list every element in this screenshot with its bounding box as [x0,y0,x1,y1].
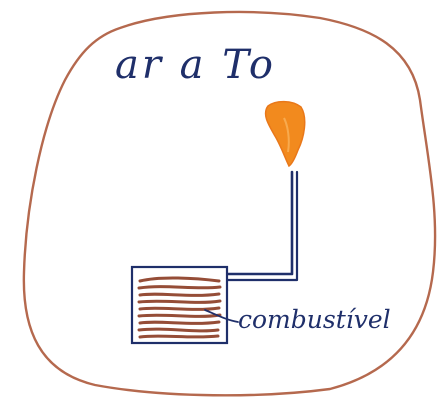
fuel-pipe-inner [228,172,297,280]
fuel-label: combustível [238,305,391,334]
fuel-pipe [228,172,292,274]
title-text: ar a To [115,42,276,88]
flame-icon [266,102,305,166]
fuel-filling [139,278,220,337]
